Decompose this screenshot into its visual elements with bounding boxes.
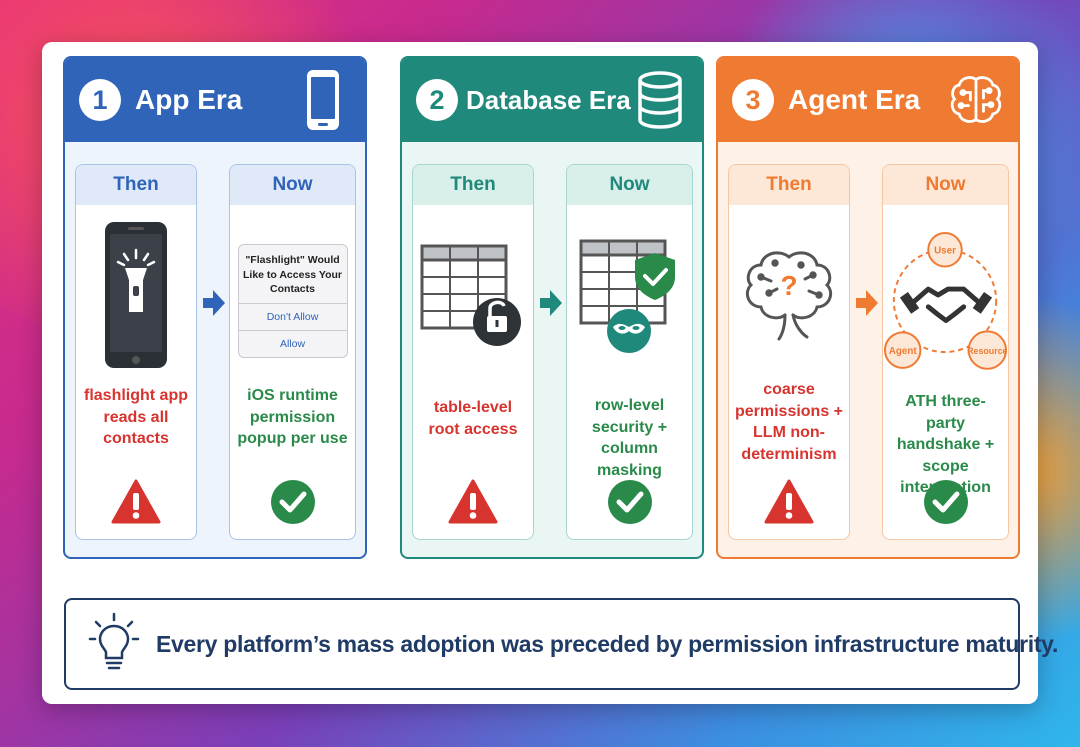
smartphone-icon — [295, 68, 351, 132]
svg-text:?: ? — [780, 270, 797, 301]
now-column: Now User Agent Resource ATH three-party … — [882, 164, 1009, 540]
era-panel-agent: 3 Agent Era Then — [716, 56, 1020, 559]
handshake-node-agent: Agent — [889, 346, 918, 357]
arrow-right-icon — [856, 290, 878, 316]
table-unlocked-illustration — [413, 215, 533, 375]
now-label: Now — [883, 165, 1008, 205]
era-number: 2 — [416, 79, 458, 121]
then-column: Then ? coarse permissions + LLM non-dete… — [728, 164, 850, 540]
then-label: Then — [413, 165, 533, 205]
check-circle-icon — [567, 479, 692, 525]
popup-title: "Flashlight" Would Like to Access Your C… — [238, 245, 347, 305]
era-title: App Era — [135, 84, 243, 115]
era-panel-app: 1 App Era Then — [63, 56, 367, 559]
era-title: Database Era — [466, 84, 631, 115]
brain-question-illustration: ? — [729, 215, 849, 375]
then-caption: flashlight app reads all contacts — [84, 387, 188, 448]
key-takeaway-banner: Every platform’s mass adoption was prece… — [64, 598, 1058, 690]
warning-icon — [729, 479, 849, 525]
handshake-node-user: User — [934, 246, 956, 257]
now-caption: row-level security + column masking — [591, 397, 668, 479]
table-shield-mask-illustration — [567, 215, 692, 375]
era-header: 2 Database Era — [402, 58, 702, 142]
era-number: 1 — [79, 79, 121, 121]
era-panel-database: 2 Database Era Then — [400, 56, 704, 559]
infographic-card: 1 App Era Then — [42, 42, 1058, 704]
warning-icon — [76, 479, 196, 525]
phone-flashlight-illustration — [76, 215, 196, 375]
now-label: Now — [230, 165, 355, 205]
lightbulb-icon — [88, 612, 140, 677]
allow-button[interactable]: Allow — [279, 338, 306, 351]
database-icon — [632, 68, 688, 132]
then-caption: coarse permissions + LLM non-determinism — [734, 381, 844, 463]
then-column: Then flashlight app reads all contacts — [75, 164, 197, 540]
arrow-right-icon — [203, 290, 225, 316]
now-caption: iOS runtime permission popup per use — [237, 387, 348, 448]
now-column: Now "Flashlight" Would Like to Access Yo… — [229, 164, 356, 540]
permission-popup: "Flashlight" Would Like to Access Your C… — [230, 221, 355, 381]
then-caption: table-level root access — [428, 399, 518, 438]
brain-circuit-icon — [948, 68, 1004, 132]
then-label: Then — [729, 165, 849, 205]
era-number: 3 — [732, 79, 774, 121]
banner-text: Every platform’s mass adoption was prece… — [156, 630, 1059, 657]
warning-icon — [413, 479, 533, 525]
then-label: Then — [76, 165, 196, 205]
check-circle-icon — [883, 479, 1008, 525]
dont-allow-button[interactable]: Don't Allow — [238, 304, 347, 332]
now-label: Now — [567, 165, 692, 205]
now-column: Now row-level security + column masking — [566, 164, 693, 540]
check-circle-icon — [230, 479, 355, 525]
era-title: Agent Era — [788, 84, 921, 115]
three-party-handshake-diagram: User Agent Resource — [883, 215, 1008, 375]
era-header: 1 App Era — [65, 58, 365, 142]
then-column: Then table-level root access — [412, 164, 534, 540]
handshake-node-resource: Resource — [967, 346, 1007, 356]
era-header: 3 Agent Era — [718, 58, 1018, 142]
arrow-right-icon — [540, 290, 562, 316]
